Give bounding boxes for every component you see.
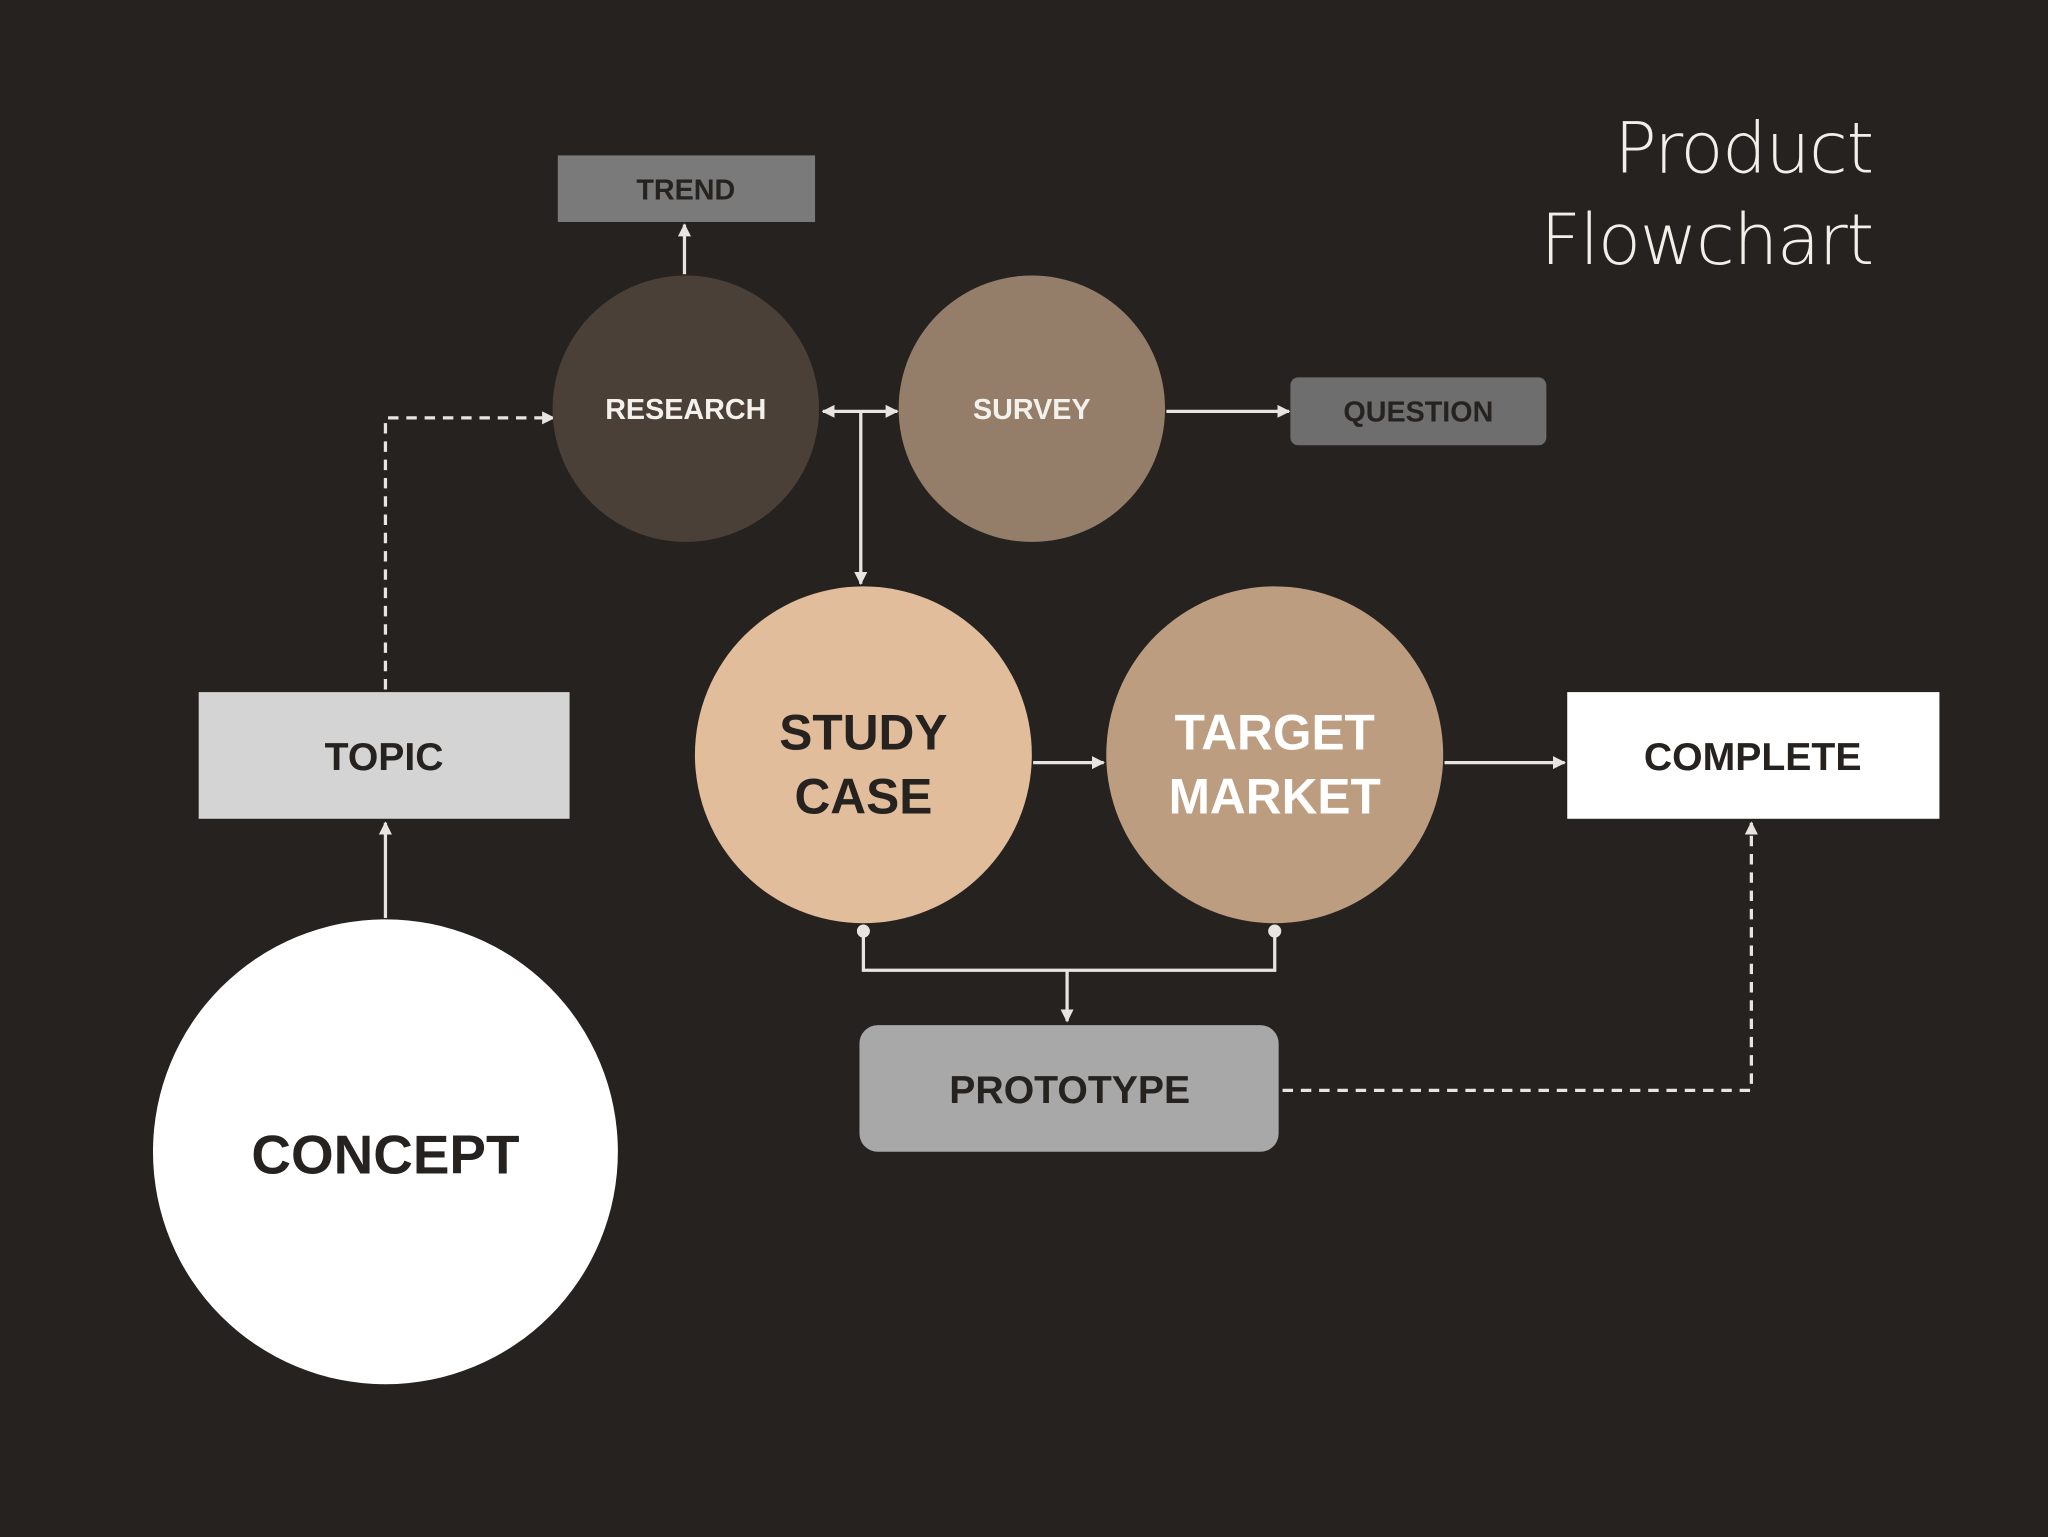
prototype-label: PROTOTYPE	[949, 1069, 1190, 1112]
question-label: QUESTION	[1343, 397, 1493, 429]
target-market-line2: MARKET	[1169, 769, 1381, 825]
trend-label: TREND	[636, 175, 735, 207]
node-concept[interactable]: CONCEPT	[152, 919, 618, 1385]
arrow-topic-research	[383, 411, 556, 690]
node-research[interactable]: RESEARCH	[552, 275, 819, 542]
concept-label: CONCEPT	[251, 1123, 519, 1185]
title-line1: Product	[1614, 107, 1873, 189]
arrow-prototype-complete	[1282, 821, 1758, 1093]
target-market-line1: TARGET	[1175, 705, 1375, 761]
node-question[interactable]: QUESTION	[1290, 377, 1547, 446]
connector-study-target-prototype	[856, 924, 1282, 972]
node-study-case[interactable]: STUDY CASE	[694, 586, 1032, 924]
research-label: RESEARCH	[605, 394, 766, 426]
title-line2: Flowchart	[1540, 199, 1872, 281]
study-case-line2: CASE	[794, 769, 932, 825]
node-topic[interactable]: TOPIC	[198, 692, 570, 819]
node-target-market[interactable]: TARGET MARKET	[1106, 586, 1444, 924]
topic-label: TOPIC	[325, 736, 444, 779]
node-prototype[interactable]: PROTOTYPE	[859, 1025, 1279, 1152]
node-survey[interactable]: SURVEY	[898, 275, 1166, 542]
connectors	[378, 223, 1758, 1093]
node-trend[interactable]: TREND	[557, 155, 816, 222]
study-case-line1: STUDY	[779, 705, 947, 761]
node-complete[interactable]: COMPLETE	[1567, 692, 1940, 819]
complete-label: COMPLETE	[1644, 736, 1862, 779]
survey-label: SURVEY	[973, 394, 1091, 426]
